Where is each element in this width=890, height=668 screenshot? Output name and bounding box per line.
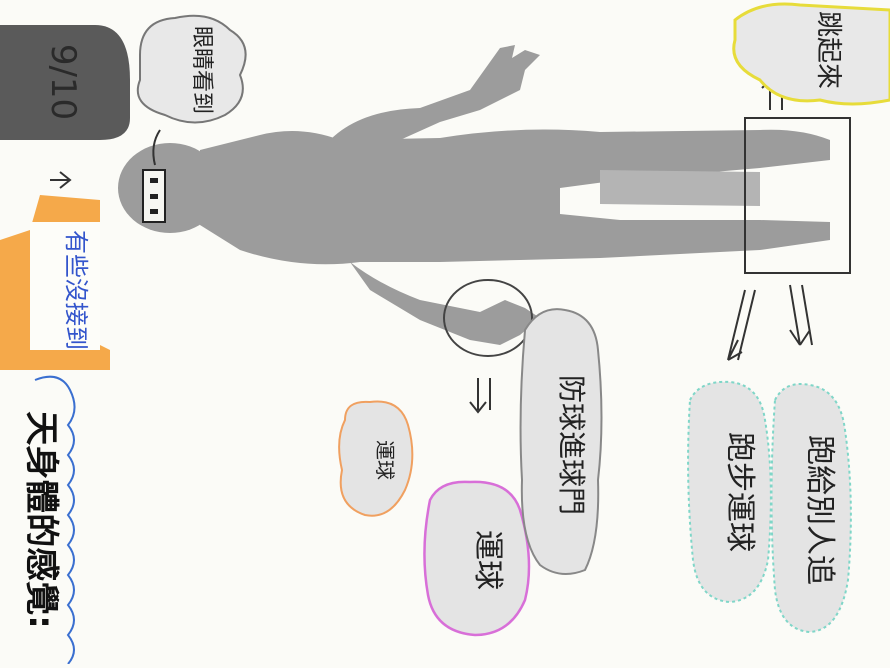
arrow-icon xyxy=(50,172,70,188)
arrow-icon xyxy=(790,285,812,345)
svg-text:跑步運球: 跑步運球 xyxy=(722,432,757,552)
title-block: 天身體的感覺: xyxy=(21,377,75,664)
svg-text:運球: 運球 xyxy=(470,530,505,590)
note-block: 有些沒接到 xyxy=(0,195,110,370)
score-block: 9/10 xyxy=(0,25,130,140)
bubble-chase: 跑給別人追 xyxy=(772,384,851,632)
arrow-icon xyxy=(470,378,490,412)
bubble-jump: 跳起來 xyxy=(734,4,890,104)
svg-text:跑給別人追: 跑給別人追 xyxy=(802,435,837,585)
svg-text:眼睛看到: 眼睛看到 xyxy=(189,26,214,114)
title-text: 天身體的感覺: xyxy=(21,411,61,629)
headband-icon xyxy=(143,170,165,222)
bubble-small: 運球 xyxy=(339,401,412,515)
bubble-pass-ball: 運球 xyxy=(424,482,529,635)
note-text: 有些沒接到 xyxy=(62,230,90,350)
score-text: 9/10 xyxy=(43,44,83,120)
bubble-defend-ball: 防球進球門 xyxy=(521,309,602,574)
svg-text:運球: 運球 xyxy=(373,440,397,480)
svg-text:防球進球門: 防球進球門 xyxy=(555,375,588,515)
svg-text:跳起來: 跳起來 xyxy=(813,11,843,89)
arrow-icon xyxy=(728,290,755,360)
bubble-run-dribble: 跑步運球 xyxy=(688,382,771,602)
bubble-eyes: 眼睛看到 xyxy=(138,16,246,123)
